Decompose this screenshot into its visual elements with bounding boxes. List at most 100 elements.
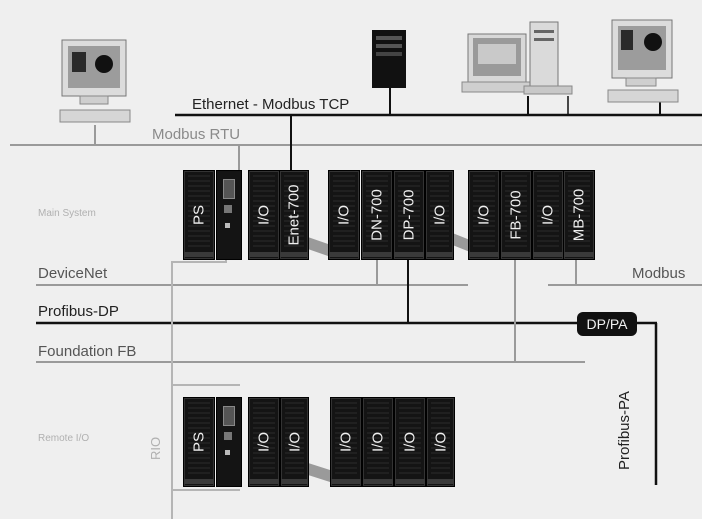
card-foot [329,252,359,257]
ribbon-connector [450,232,470,252]
card-face [431,402,450,476]
card-label: I/O [401,431,419,453]
card-foot [184,252,214,257]
card-foot [281,479,308,484]
rack-card-io: I/O [362,397,394,487]
card-foot [426,252,453,257]
card-face [335,402,357,476]
card-label: I/O [539,204,557,226]
card-face [367,402,389,476]
port-icon [224,205,232,213]
card-label: FB-700 [507,190,525,240]
rack-card-io: I/O [248,170,280,260]
card-label: I/O [286,431,303,453]
card-foot [280,252,308,257]
card-face [505,175,527,249]
card-face [399,402,421,476]
card-face [253,175,275,249]
card-face [537,175,559,249]
card-face [430,175,449,249]
ethernet-label: Ethernet - Modbus TCP [192,96,350,113]
card-foot [249,479,279,484]
card-face [188,175,210,249]
profibus-pa-label: Profibus-PA [616,391,633,470]
rack-card-io: I/O [330,397,362,487]
rack-card-ps: PS [183,170,215,260]
card-face [568,175,590,249]
card-face [473,175,495,249]
card-foot [501,252,531,257]
card-label: DP-700 [400,189,418,241]
card-label: Enet-700 [285,184,303,246]
rack-card-ps: PS [183,397,215,487]
rack-card-io: I/O [425,170,454,260]
card-label: MB-700 [570,188,588,242]
card-foot [331,479,361,484]
remote-bottom-line [171,470,240,491]
card-label: PS [190,431,208,453]
foundation-fb-label: Foundation FB [38,343,137,360]
rack-card-io: I/O [248,397,280,487]
modbus-label: Modbus [632,265,686,282]
rack-card-io: I/O [394,397,426,487]
card-foot [362,252,392,257]
card-face [188,402,210,476]
workstation-icon [607,19,679,103]
card-foot [564,252,594,257]
card-face [333,175,355,249]
ribbon-connector [305,236,328,256]
card-face [284,175,304,249]
rack-card-io: I/O [468,170,500,260]
rack-card-enet: Enet-700 [279,170,309,260]
server-tower-icon [372,30,406,88]
rack-card-io: I/O [426,397,455,487]
port-icon [223,406,235,426]
card-face [398,175,420,249]
card-foot [427,479,454,484]
rack-card-io: I/O [280,397,309,487]
card-label: I/O [335,204,353,226]
rack-card-cpu [216,170,242,260]
card-label: DN-700 [368,189,386,241]
rack-card-io: I/O [328,170,360,260]
rack-card-mb: MB-700 [563,170,595,260]
led-icon [225,450,230,455]
rio-label: RIO [148,436,163,460]
card-face [253,402,275,476]
main-system-label: Main System [38,208,96,219]
rack-card-dp: DP-700 [393,170,425,260]
devicenet-label: DeviceNet [38,265,108,282]
desktop-computer-icon [461,21,573,95]
profibus-dp-label: Profibus-DP [38,303,119,320]
card-foot [394,252,424,257]
card-label: I/O [255,204,273,226]
card-face [366,175,388,249]
remote-io-label: Remote I/O [38,433,90,444]
card-label: I/O [475,204,493,226]
card-label: I/O [337,431,355,453]
rack-card-fb: FB-700 [500,170,532,260]
led-icon [225,223,230,228]
dp-pa-gateway: DP/PA [577,312,637,336]
ribbon-connector [305,462,330,482]
port-icon [224,432,232,440]
rack-card-dn: DN-700 [361,170,393,260]
port-icon [223,179,235,199]
card-label: I/O [432,431,449,453]
card-foot [249,252,279,257]
card-label: PS [190,204,208,226]
card-label: I/O [255,431,273,453]
card-label: I/O [369,431,387,453]
card-foot [395,479,425,484]
card-face [285,402,304,476]
rack-card-cpu [216,397,242,487]
card-foot [469,252,499,257]
card-foot [363,479,393,484]
card-foot [184,479,214,484]
card-foot [533,252,563,257]
rack-card-io: I/O [532,170,564,260]
card-label: I/O [431,204,448,226]
